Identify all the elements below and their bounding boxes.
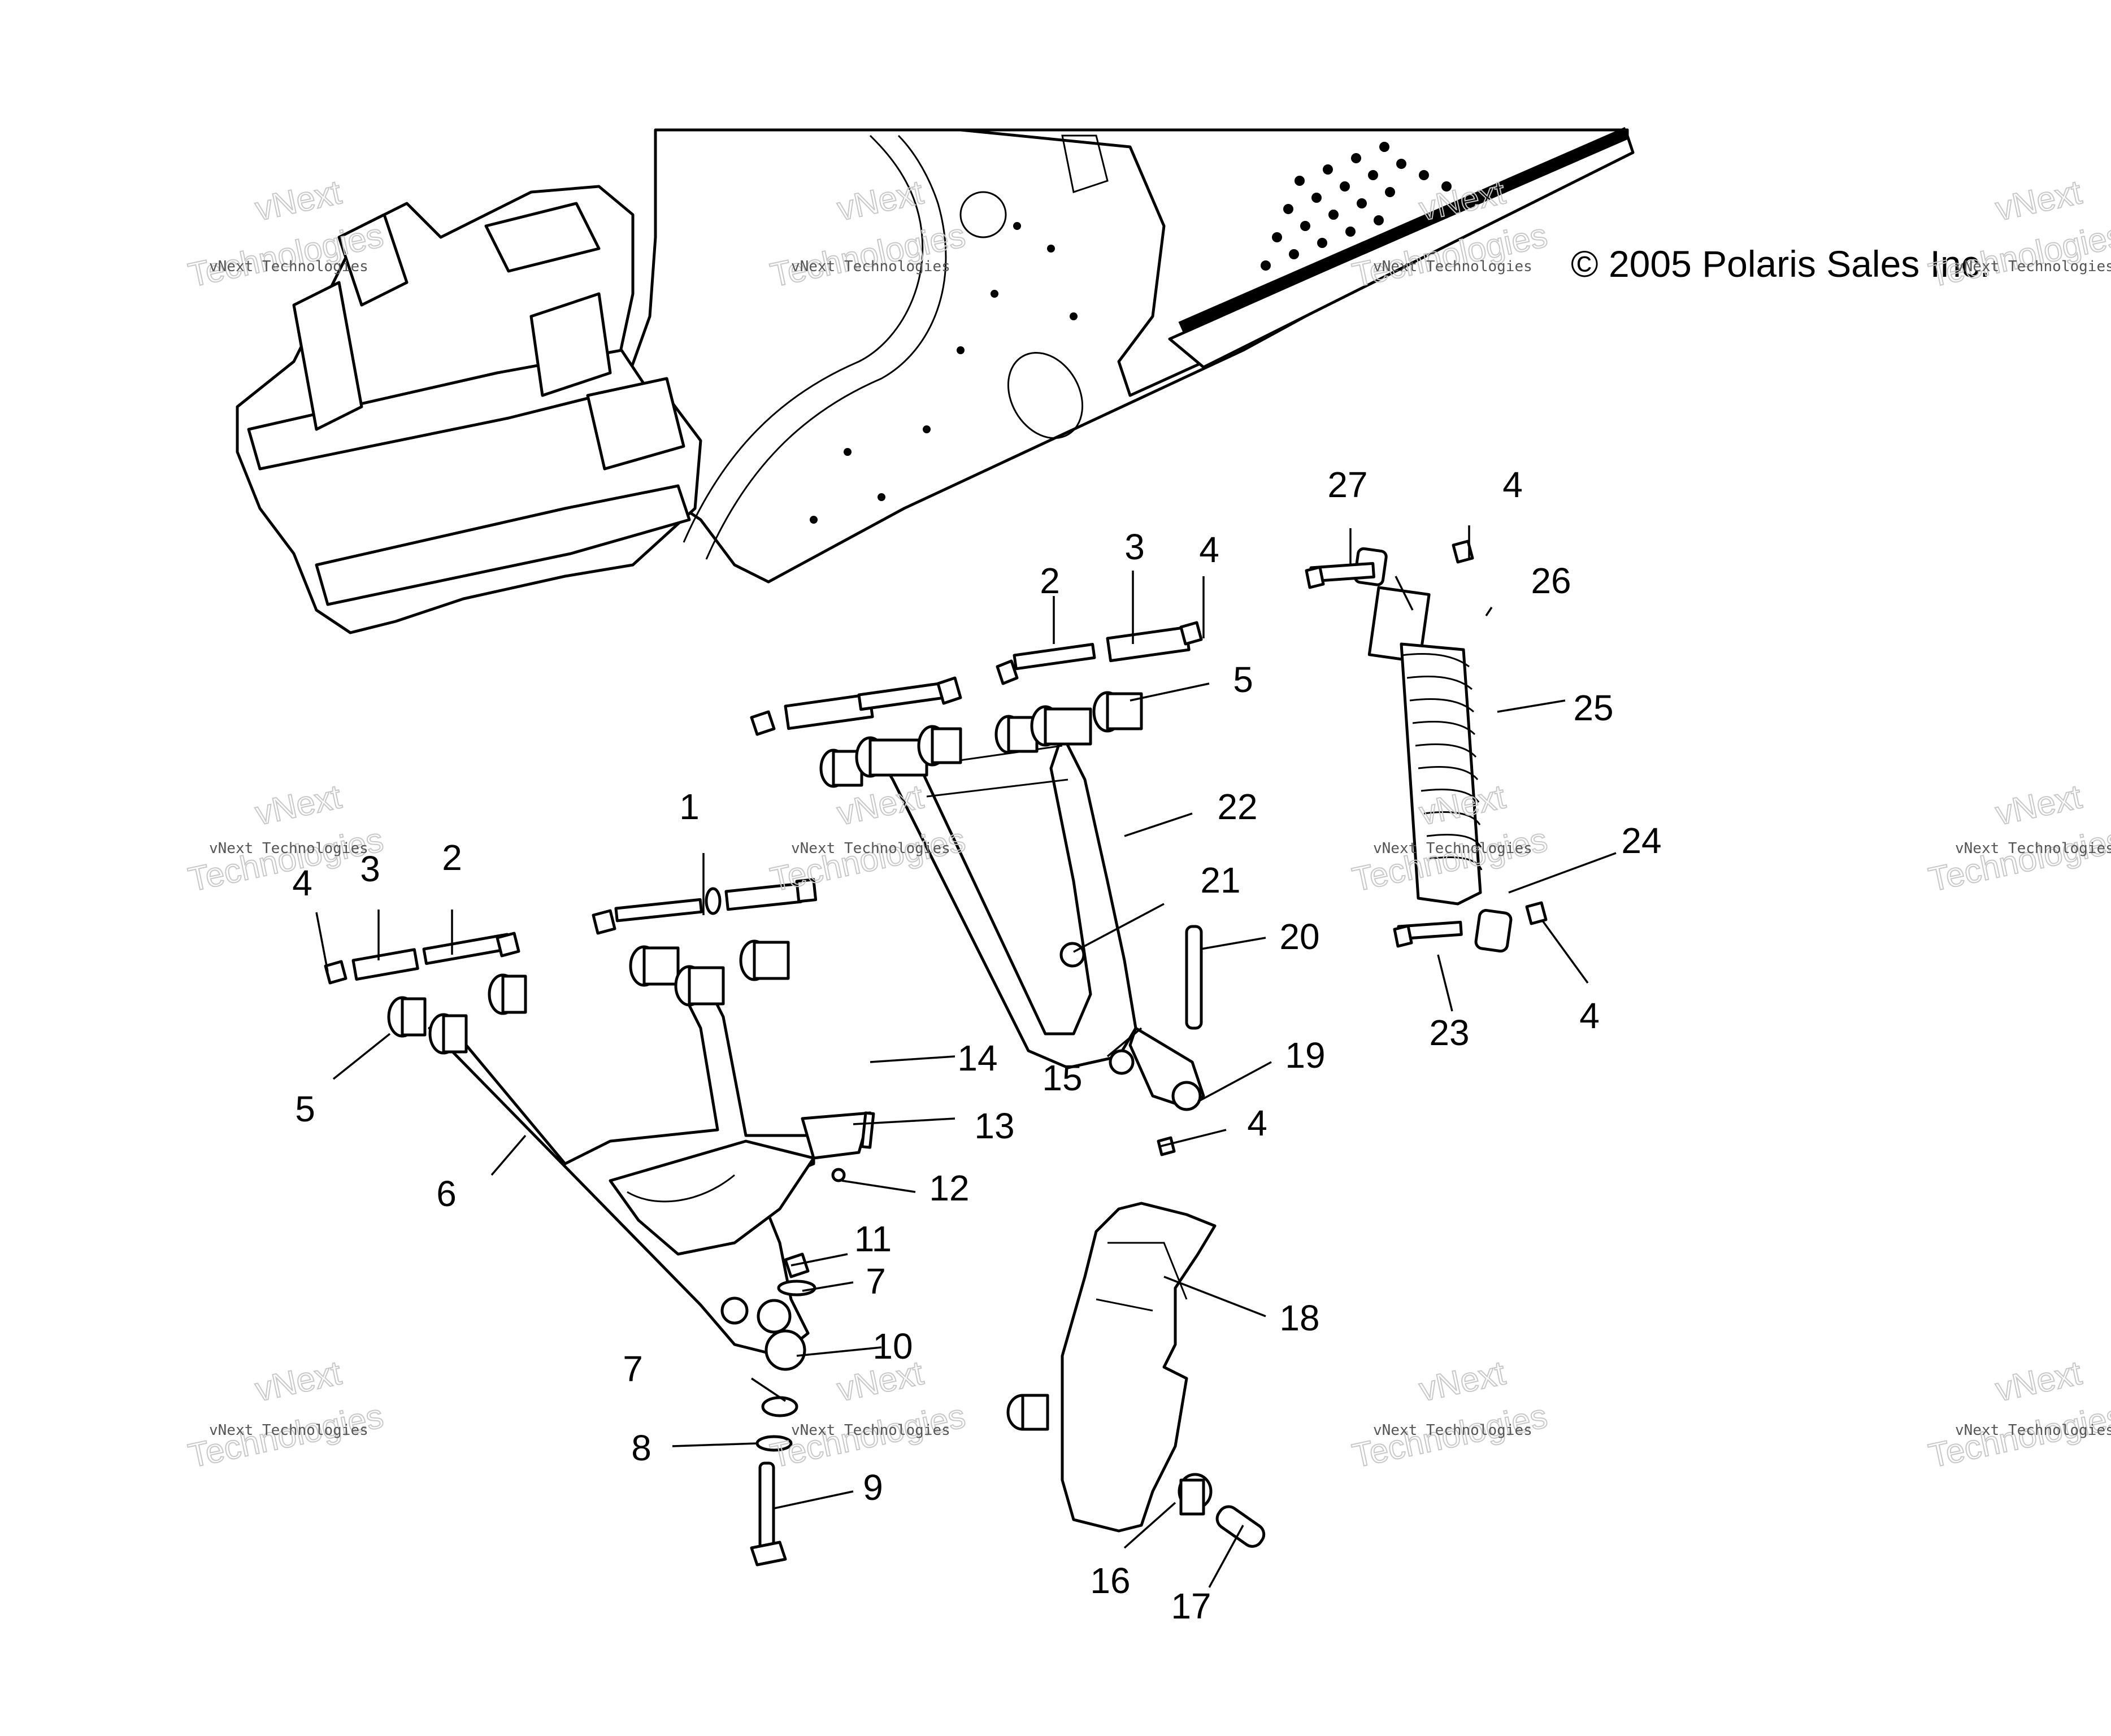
callout-1: 1 — [679, 786, 700, 827]
svg-text:vNext: vNext — [252, 1354, 345, 1408]
callout-26: 26 — [1531, 560, 1571, 601]
svg-text:vNext: vNext — [252, 173, 345, 228]
svg-text:vNext: vNext — [1416, 1354, 1509, 1408]
svg-text:vNext: vNext — [252, 777, 345, 832]
svg-text:vNext: vNext — [1992, 173, 2085, 228]
callout-21: 21 — [1200, 860, 1240, 900]
svg-text:Technologies: Technologies — [1925, 216, 2111, 294]
svg-text:vNext Technologies: vNext Technologies — [791, 840, 950, 857]
callout-4-upper: 4 — [1199, 529, 1219, 570]
callout-10: 10 — [872, 1326, 913, 1367]
watermark: vNext Technologies — [1925, 777, 2111, 899]
callout-11: 11 — [854, 1219, 892, 1259]
lower-bolts — [324, 878, 818, 985]
callout-7: 7 — [623, 1348, 643, 1389]
callout-25: 25 — [1573, 688, 1613, 728]
svg-text:vNext Technologies: vNext Technologies — [1955, 258, 2111, 275]
tie-rod-end — [1128, 1026, 1205, 1111]
callout-4-lower: 4 — [292, 863, 312, 903]
svg-text:vNext Technologies: vNext Technologies — [1955, 1422, 2111, 1439]
callout-5-upper: 5 — [1233, 659, 1253, 700]
lower-arm-bushings — [387, 939, 790, 1055]
svg-text:vNext Technologies: vNext Technologies — [209, 1422, 368, 1439]
callout-8-lower: 8 — [631, 1428, 651, 1468]
chassis-frame — [236, 127, 1635, 634]
callout-3-lower: 3 — [360, 849, 380, 889]
svg-text:Technologies: Technologies — [767, 820, 968, 898]
watermark: vNext Technologies — [1348, 1353, 1551, 1476]
callout-4-mid: 4 — [1247, 1103, 1267, 1143]
callout-2-upper: 2 — [1040, 560, 1060, 601]
callout-15: 15 — [1042, 1058, 1082, 1098]
callout-16: 16 — [1090, 1560, 1130, 1601]
svg-text:vNext Technologies: vNext Technologies — [209, 840, 368, 857]
callout-8-upper: 7 — [866, 1261, 886, 1302]
watermark: vNext Technologies — [766, 777, 969, 899]
lower-a-arm — [428, 981, 815, 1371]
svg-text:vNext Technologies: vNext Technologies — [1373, 258, 1532, 275]
copyright-notice: © 2005 Polaris Sales Inc. — [1571, 243, 1990, 285]
callout-14: 14 — [957, 1038, 997, 1078]
spindle — [1006, 1202, 1217, 1533]
svg-text:vNext Technologies: vNext Technologies — [1373, 1422, 1532, 1439]
watermark: vNext Technologies — [1925, 1353, 2111, 1476]
callout-9: 9 — [863, 1467, 883, 1508]
leader-lines — [315, 525, 1617, 1588]
upper-bolts — [750, 621, 1203, 736]
svg-text:Technologies: Technologies — [185, 820, 386, 898]
shock-bolts — [1305, 539, 1548, 948]
callout-27: 27 — [1327, 464, 1367, 505]
watermark: vNext Technologies — [184, 1353, 387, 1476]
callout-4-shock-bottom: 4 — [1579, 995, 1600, 1036]
watermark: vNext Technologies — [184, 777, 387, 899]
callout-12: 12 — [929, 1168, 969, 1208]
svg-text:vNext Technologies: vNext Technologies — [1373, 840, 1532, 857]
callout-numbers: 2 3 4 5 22 21 20 19 15 1 2 3 4 5 6 14 13… — [292, 464, 1661, 1626]
upper-arm-bushings — [819, 691, 1143, 788]
svg-text:vNext: vNext — [1992, 1354, 2085, 1408]
callout-13: 13 — [974, 1106, 1014, 1146]
callout-18: 18 — [1279, 1298, 1319, 1338]
svg-text:vNext: vNext — [834, 1354, 927, 1408]
svg-text:vNext: vNext — [1992, 777, 2085, 832]
svg-text:vNext Technologies: vNext Technologies — [791, 1422, 950, 1439]
callout-6: 6 — [436, 1173, 457, 1214]
callout-5-lower: 5 — [295, 1089, 315, 1129]
callout-23: 23 — [1429, 1012, 1469, 1053]
callout-4-shock-top: 4 — [1502, 464, 1523, 505]
callout-24: 24 — [1621, 820, 1661, 861]
svg-text:vNext Technologies: vNext Technologies — [791, 258, 950, 275]
callout-20: 20 — [1279, 916, 1319, 957]
svg-text:vNext Technologies: vNext Technologies — [209, 258, 368, 275]
callout-2-lower: 2 — [442, 837, 462, 878]
callout-17: 17 — [1171, 1586, 1211, 1626]
callout-19: 19 — [1285, 1035, 1325, 1076]
callout-22: 22 — [1217, 786, 1257, 827]
svg-text:vNext Technologies: vNext Technologies — [1955, 840, 2111, 857]
svg-text:Technologies: Technologies — [1925, 820, 2111, 898]
callout-3-upper: 3 — [1124, 527, 1145, 567]
